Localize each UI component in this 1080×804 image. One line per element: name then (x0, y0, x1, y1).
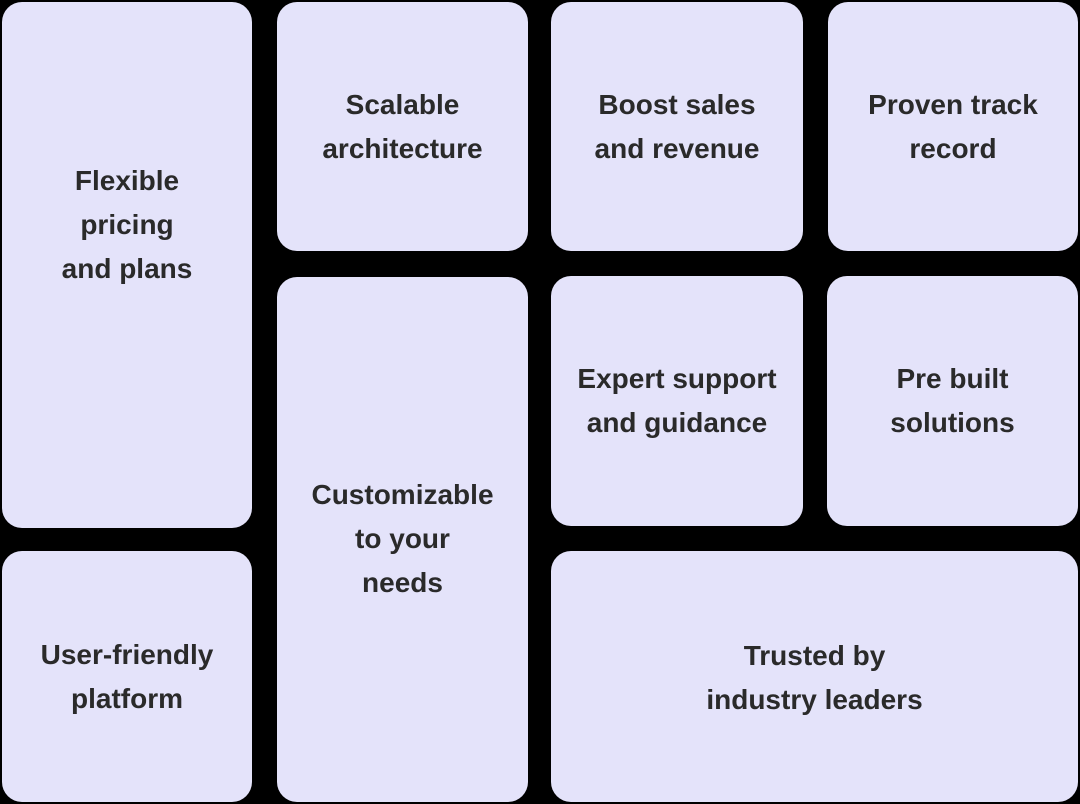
tile-user-friendly-label: User-friendly platform (40, 638, 214, 714)
tile-boost-sales-label: Boost sales and revenue (594, 88, 760, 164)
tile-customizable: Customizable to your needs (277, 277, 528, 802)
tile-boost-sales: Boost sales and revenue (551, 2, 803, 251)
tile-pre-built-solutions-label: Pre built solutions (890, 363, 1015, 438)
tile-pre-built-solutions: Pre built solutions (827, 276, 1078, 526)
tile-scalable-architecture-label: Scalable architecture (322, 88, 483, 164)
tile-expert-support: Expert support and guidance (551, 276, 803, 526)
tile-customizable-label: Customizable to your needs (311, 478, 494, 598)
tile-user-friendly: User-friendly platform (2, 551, 252, 802)
tile-flexible-pricing: Flexible pricing and plans (2, 2, 252, 528)
tile-flexible-pricing-label: Flexible pricing and plans (61, 165, 193, 284)
tile-trusted-by-leaders: Trusted by industry leaders (551, 551, 1078, 802)
tile-scalable-architecture: Scalable architecture (277, 2, 528, 251)
tile-trusted-by-leaders-label: Trusted by industry leaders (706, 639, 923, 715)
tile-proven-track-record: Proven track record (828, 2, 1078, 251)
tile-expert-support-label: Expert support and guidance (577, 363, 777, 438)
tile-proven-track-record-label: Proven track record (868, 88, 1038, 164)
